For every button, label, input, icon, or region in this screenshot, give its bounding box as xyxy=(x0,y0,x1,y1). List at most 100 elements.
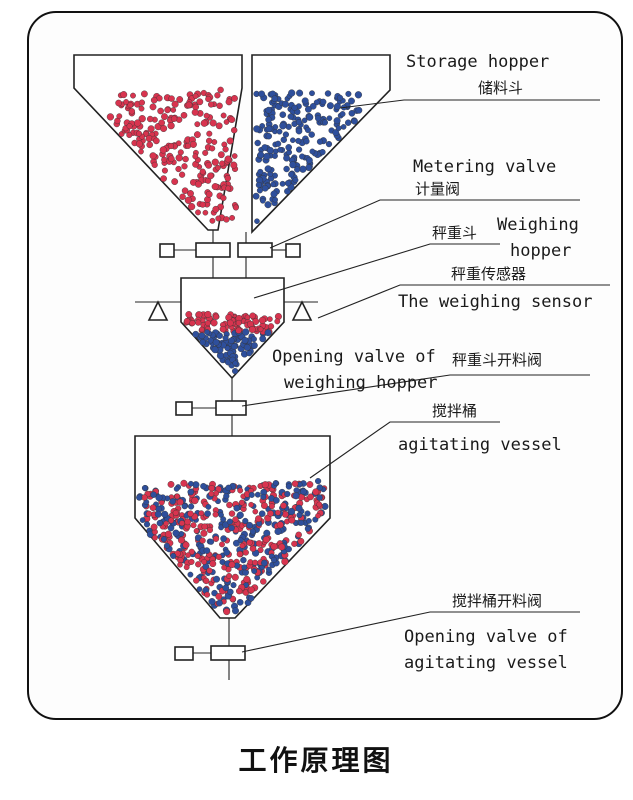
material-particle xyxy=(215,215,222,222)
weighing-hopper xyxy=(180,277,285,380)
material-particle xyxy=(228,524,235,532)
metering-valve-right xyxy=(237,242,301,258)
material-particle xyxy=(252,508,259,515)
material-particle xyxy=(203,112,210,119)
material-particle xyxy=(181,187,189,194)
material-particle xyxy=(226,518,234,525)
label-metering-valve-cn: 计量阀 xyxy=(415,180,460,198)
material-particle xyxy=(209,560,217,568)
material-particle xyxy=(134,119,142,127)
material-particle xyxy=(226,501,233,509)
material-particle xyxy=(222,584,230,592)
material-particle xyxy=(215,553,223,561)
material-particle xyxy=(295,137,302,144)
material-particle xyxy=(210,319,218,327)
material-particle xyxy=(204,510,211,517)
material-particle xyxy=(143,521,151,528)
material-particle xyxy=(170,107,177,113)
material-particle xyxy=(156,519,164,527)
material-particle xyxy=(316,138,324,145)
material-particle xyxy=(163,542,170,549)
material-particle xyxy=(231,95,238,102)
material-particle xyxy=(184,518,191,526)
material-particle xyxy=(258,510,266,518)
material-particle xyxy=(295,531,302,538)
material-particle xyxy=(279,111,287,118)
material-particle xyxy=(159,146,167,154)
material-particle xyxy=(228,510,236,517)
material-particle xyxy=(130,92,136,99)
material-particle xyxy=(212,535,220,542)
material-particle xyxy=(254,491,261,498)
material-particle xyxy=(208,101,215,108)
material-particle xyxy=(196,98,204,106)
material-particle xyxy=(305,156,313,164)
material-particle xyxy=(222,146,229,153)
material-particle xyxy=(208,538,215,545)
material-particle xyxy=(279,122,287,130)
material-particle xyxy=(225,484,232,492)
material-particle xyxy=(299,165,307,173)
material-particle xyxy=(304,105,312,113)
material-particle xyxy=(295,119,303,126)
material-particle xyxy=(228,116,236,124)
label-storage-hopper-en: Storage hopper xyxy=(406,52,549,72)
material-particle xyxy=(215,164,221,171)
diagram-caption: 工作原理图 xyxy=(238,744,393,777)
material-particle xyxy=(120,91,128,99)
material-particle xyxy=(265,125,273,133)
material-particle xyxy=(213,313,220,320)
material-particle xyxy=(135,130,142,137)
material-particle xyxy=(155,494,163,502)
material-particle xyxy=(205,137,213,145)
material-particle xyxy=(275,140,282,147)
material-particle xyxy=(291,104,298,111)
material-particle xyxy=(150,523,158,531)
material-particle xyxy=(309,90,315,97)
material-particle xyxy=(187,190,194,197)
material-particle xyxy=(136,494,143,501)
material-particle xyxy=(292,177,299,184)
material-particle xyxy=(248,491,255,498)
material-particle xyxy=(194,180,202,188)
material-particle xyxy=(194,121,201,128)
material-particle xyxy=(222,335,229,342)
material-particle xyxy=(211,183,219,191)
material-particle xyxy=(193,528,200,534)
material-particle xyxy=(305,518,312,524)
material-particle xyxy=(292,492,300,500)
material-particle xyxy=(153,137,160,145)
material-particle xyxy=(351,118,358,125)
material-particle xyxy=(205,95,212,103)
material-particle xyxy=(249,528,256,535)
material-particle xyxy=(188,203,196,211)
material-particle xyxy=(235,319,242,326)
material-particle xyxy=(281,510,289,518)
material-particle xyxy=(322,119,329,126)
material-particle xyxy=(246,521,254,529)
material-particle xyxy=(301,97,309,105)
material-particle xyxy=(253,125,261,133)
material-particle xyxy=(199,339,207,346)
material-particle xyxy=(193,131,201,139)
material-particle xyxy=(249,312,256,320)
label-opening-valve-weighing-en-2: weighing hopper xyxy=(284,373,438,393)
material-particle xyxy=(265,132,272,140)
material-particle xyxy=(232,368,239,375)
material-particle xyxy=(287,113,294,120)
material-particle xyxy=(138,148,144,155)
material-particle xyxy=(211,139,218,145)
material-particle xyxy=(192,93,199,99)
material-particle xyxy=(246,350,253,357)
material-particle xyxy=(280,136,287,144)
material-particle xyxy=(226,319,234,327)
material-particle xyxy=(260,578,267,585)
material-particle xyxy=(254,139,261,147)
material-particle xyxy=(207,172,214,180)
material-particle xyxy=(188,558,195,565)
material-particle xyxy=(160,175,167,182)
material-particle xyxy=(260,493,267,500)
material-particle xyxy=(128,108,136,115)
material-particle xyxy=(307,493,314,501)
material-particle xyxy=(205,503,212,510)
